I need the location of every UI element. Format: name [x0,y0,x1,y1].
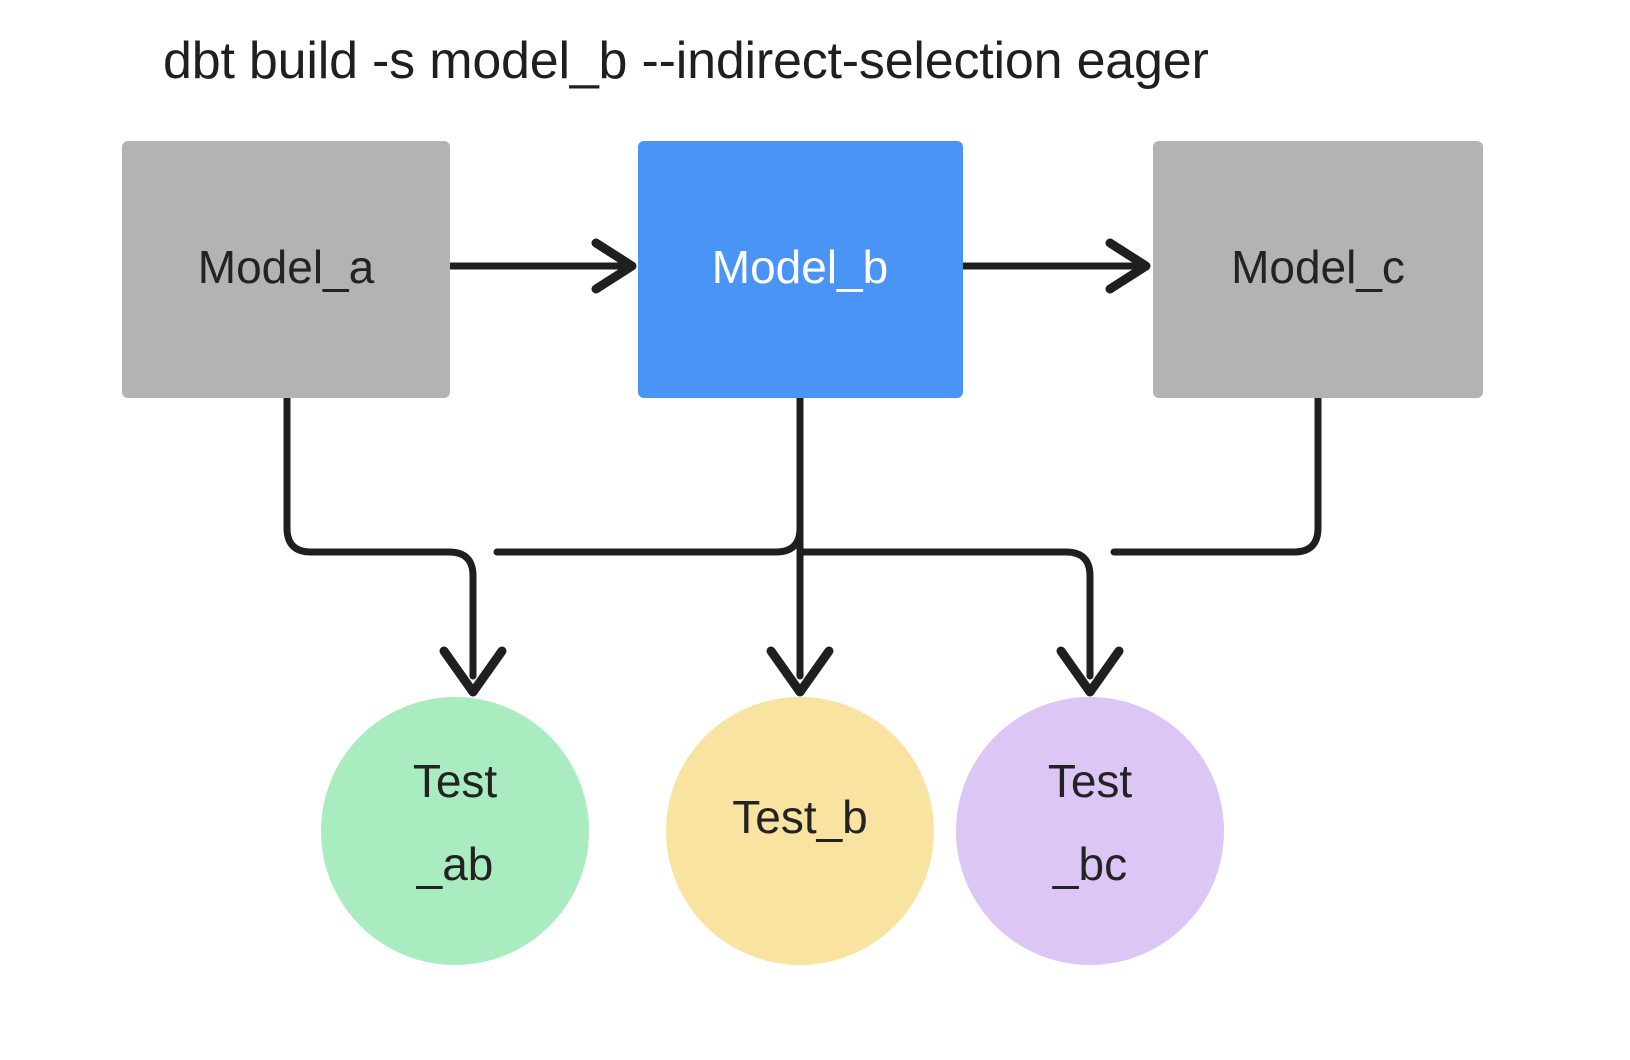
model-c-label: Model_c [1231,241,1405,293]
node-test-bc[interactable]: Test _bc [956,697,1224,965]
connector-layer [283,238,1322,697]
edge-model-a-to-test-ab [283,394,507,697]
model-a-box[interactable] [122,141,450,398]
edge-line [493,394,804,556]
test-ab-circle[interactable] [321,697,589,965]
edge-model-a-to-model-b [446,238,637,294]
node-model-c[interactable]: Model_c [1153,141,1483,398]
test-b-circle[interactable] [666,697,934,965]
edge-model-b-to-test-b [766,394,834,697]
edge-model-b-to-test-bc [796,548,1124,697]
node-test-ab[interactable]: Test _ab [321,697,589,965]
edge-line [1110,394,1322,556]
model-b-box[interactable] [638,141,963,398]
edge-model-b-to-test-ab [493,394,804,556]
arrowhead-icon [766,646,834,697]
arrowhead-icon [1056,646,1124,697]
model-b-label: Model_b [712,241,888,293]
test-bc-label-line1: Test [1048,755,1133,807]
arrowhead-icon [1105,238,1151,294]
diagram-title: dbt build -s model_b --indirect-selectio… [163,32,1209,90]
test-b-label-line1: Test_b [732,791,868,843]
node-test-b[interactable]: Test_b [666,697,934,965]
test-bc-label-line2: _bc [1052,838,1127,890]
edge-model-c-to-test-bc [1110,394,1322,556]
edge-line [796,548,1094,680]
node-model-b[interactable]: Model_b [638,141,963,398]
node-model-a[interactable]: Model_a [122,141,450,398]
test-ab-label-line2: _ab [416,838,494,890]
edge-model-b-to-model-c [959,238,1151,294]
model-a-label: Model_a [198,241,375,293]
arrowhead-icon [439,646,507,697]
arrowhead-icon [591,238,637,294]
model-c-box[interactable] [1153,141,1483,398]
test-bc-circle[interactable] [956,697,1224,965]
edge-line [283,394,477,680]
test-ab-label-line1: Test [413,755,498,807]
